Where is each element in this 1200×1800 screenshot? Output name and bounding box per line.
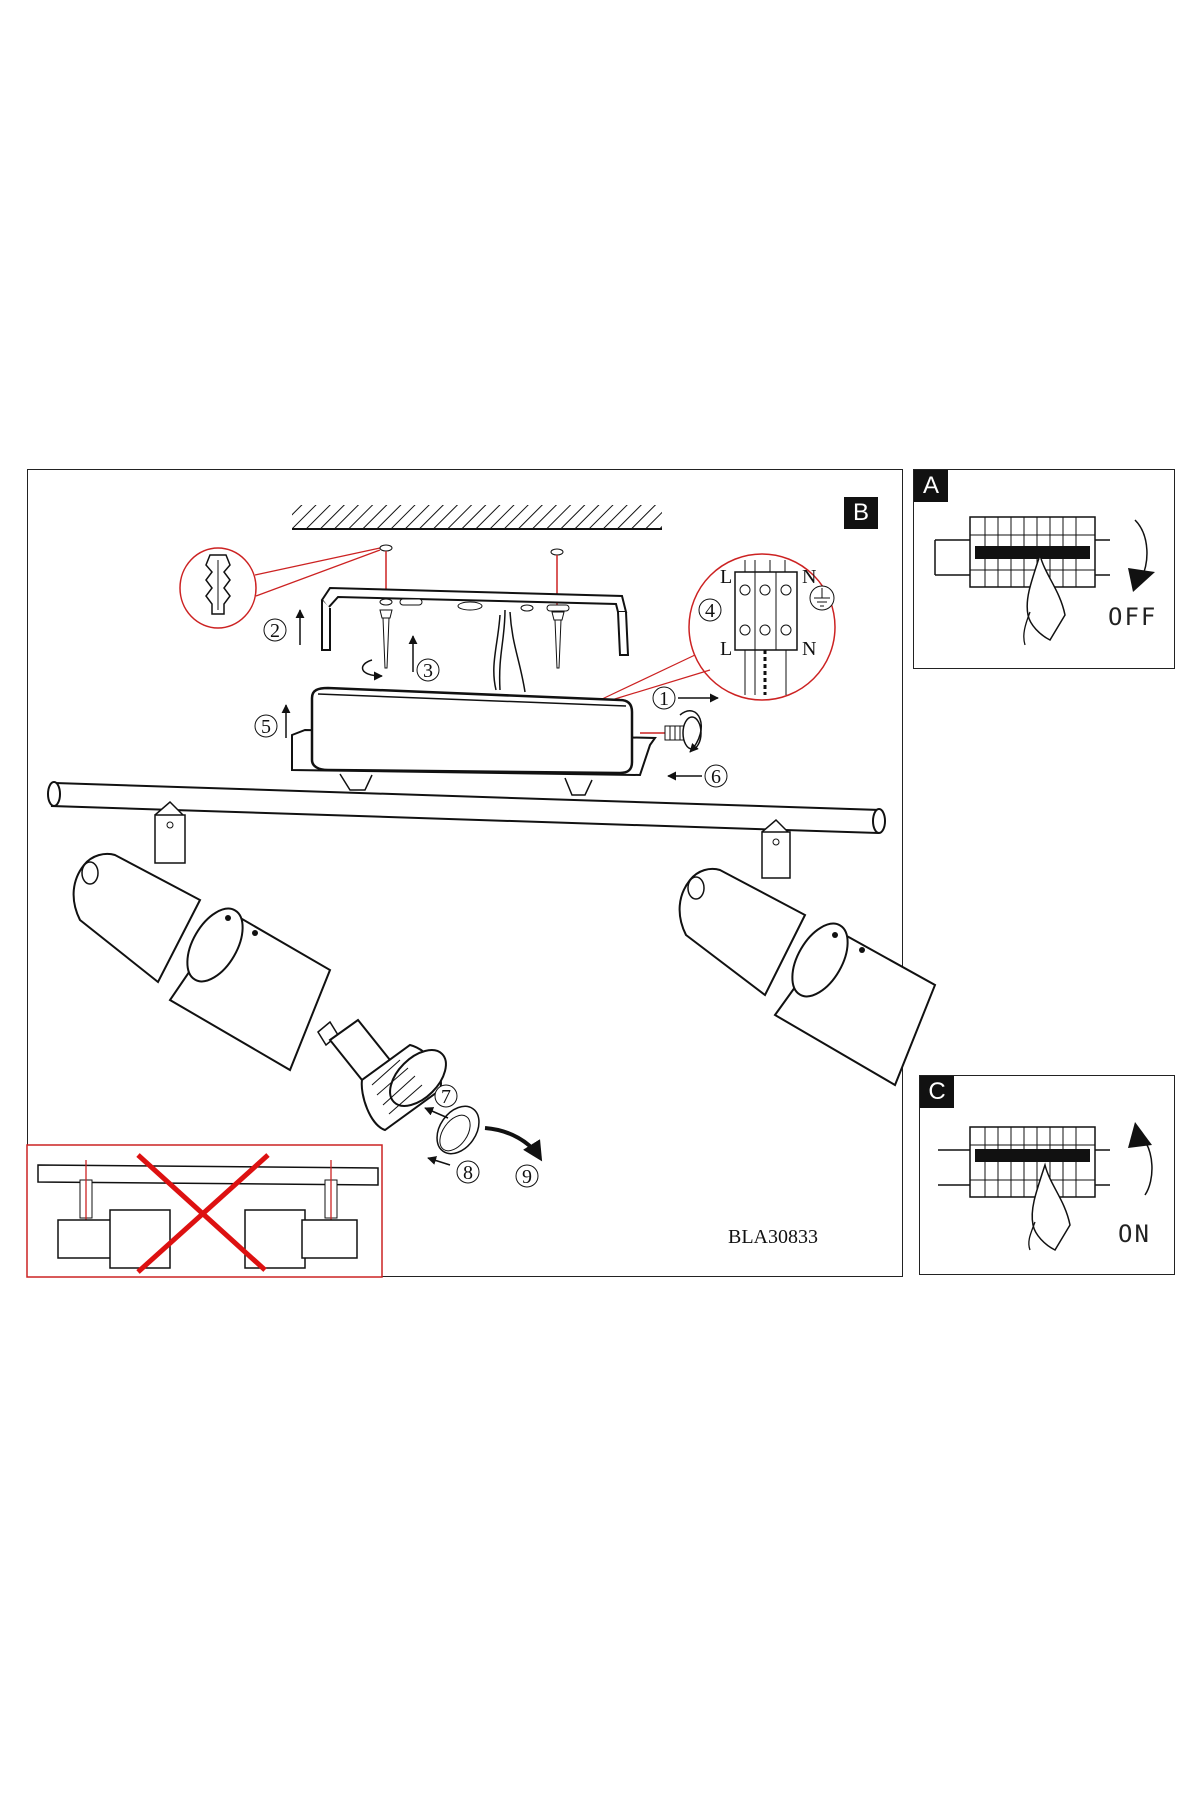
switch-on-label: ON <box>1118 1220 1151 1248</box>
incorrect-mounting-inset <box>26 1144 383 1278</box>
model-code: BLA30833 <box>728 1226 818 1248</box>
step-6-number: 6 <box>711 766 721 788</box>
label-neutral-bottom: N <box>802 638 816 660</box>
mounting-bracket <box>320 586 630 656</box>
step-1-number: 1 <box>659 688 669 710</box>
circuit-breaker-icon <box>934 516 1110 588</box>
step-3: 3 <box>361 635 440 682</box>
terminal-block-detail: L N L N 4 <box>599 553 836 703</box>
step-3-number: 3 <box>423 660 433 682</box>
step-4-number: 4 <box>705 600 715 622</box>
step-9-number: 9 <box>522 1166 532 1188</box>
gu10-bulb <box>317 1018 447 1132</box>
spotlight-left <box>72 800 332 1072</box>
supply-cables <box>493 609 526 693</box>
spotlight-bar <box>47 781 886 835</box>
step-8-number: 8 <box>463 1162 473 1184</box>
panel-a-tag: A <box>914 470 948 502</box>
label-neutral-top: N <box>802 566 816 588</box>
ceiling <box>292 505 662 530</box>
switch-off-label: OFF <box>1108 603 1157 631</box>
canopy <box>291 686 657 796</box>
side-screw <box>640 710 702 753</box>
step-5: 5 <box>254 704 291 738</box>
step-7-number: 7 <box>441 1086 451 1108</box>
rotate-arrow-icon <box>361 659 383 681</box>
spotlight-right <box>678 818 937 1087</box>
step-5-number: 5 <box>261 716 271 738</box>
circuit-breaker-icon <box>938 1126 1110 1198</box>
retaining-ring <box>436 1105 480 1155</box>
ground-icon <box>809 585 835 611</box>
label-live-top: L <box>720 566 732 588</box>
step-6: 6 <box>667 764 728 788</box>
step-9: 9 <box>484 1126 543 1188</box>
step-7: 7 <box>424 1084 458 1119</box>
step-2-number: 2 <box>270 620 280 642</box>
step-8: 8 <box>427 1156 480 1184</box>
label-live-bottom: L <box>720 638 732 660</box>
wall-plug-detail <box>179 547 381 629</box>
screws <box>379 609 565 669</box>
step-2: 2 <box>263 609 305 645</box>
panel-b-tag: B <box>844 497 878 529</box>
panel-c-tag: C <box>920 1076 954 1108</box>
hand-icon <box>1028 1162 1071 1251</box>
rotate-arrow-icon <box>484 1126 543 1162</box>
hand-icon <box>1023 552 1066 646</box>
step-1: 1 <box>652 686 719 710</box>
